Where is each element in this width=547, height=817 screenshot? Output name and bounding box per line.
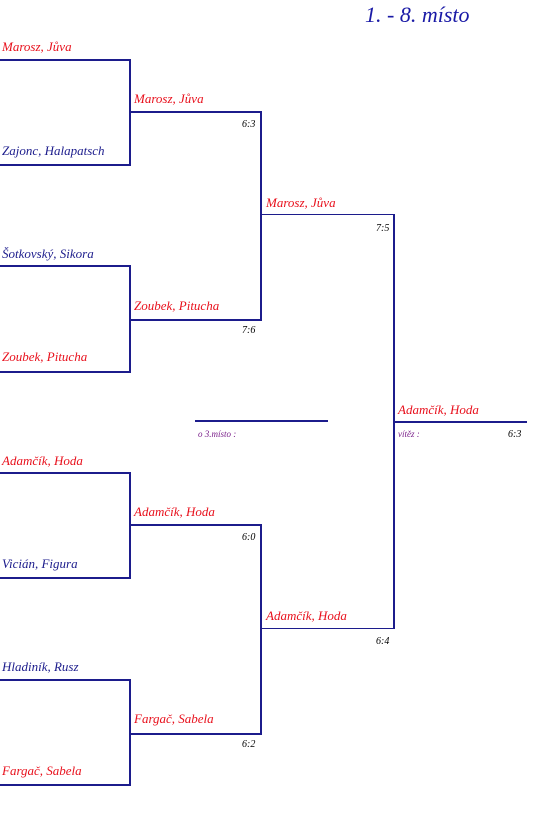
r2-m1-winner: Marosz, Jůva: [134, 91, 204, 106]
r2-top-bracket: [129, 111, 262, 321]
r2-m2-score: 7:6: [242, 325, 256, 336]
r1-m2-top: Šotkovský, Sikora: [2, 246, 94, 261]
sf-top-score: 7:5: [376, 223, 390, 234]
final-winner: Adamčík, Hoda: [398, 402, 479, 417]
final-label: vítěz :: [398, 429, 420, 439]
r1-m4-bottom: Fargač, Sabela: [2, 763, 82, 778]
r1-m2-bracket: [0, 265, 131, 373]
r1-m3-top: Adamčík, Hoda: [2, 453, 83, 468]
sf-bottom-score: 6:4: [376, 636, 390, 647]
r2-m1-score: 6:3: [242, 119, 256, 130]
third-place-line: [195, 420, 328, 422]
r2-m2-winner: Zoubek, Pitucha: [134, 298, 220, 313]
r1-m4-top: Hladiník, Rusz: [2, 659, 79, 674]
bracket-title: 1. - 8. místo: [365, 2, 470, 27]
r1-m3-bracket: [0, 472, 131, 579]
final-line: [395, 421, 527, 423]
r2-m3-score: 6:0: [242, 532, 256, 543]
r1-m3-bottom: Vicián, Figura: [2, 556, 78, 571]
r2-bottom-bracket: [129, 524, 262, 735]
r1-m1-top: Marosz, Jůva: [2, 39, 72, 54]
r1-m1-bracket: [0, 59, 131, 166]
r2-m3-winner: Adamčík, Hoda: [134, 504, 215, 519]
r1-m2-bottom: Zoubek, Pitucha: [2, 349, 88, 364]
third-place-label: o 3.místo :: [198, 429, 237, 439]
sf-top-winner: Marosz, Jůva: [266, 195, 336, 210]
r1-m4-bracket: [0, 679, 131, 786]
sf-bottom-winner: Adamčík, Hoda: [266, 608, 347, 623]
final-score: 6:3: [508, 429, 522, 440]
r2-m4-score: 6:2: [242, 739, 256, 750]
sf-bracket: [260, 214, 395, 629]
r1-m1-bottom: Zajonc, Halapatsch: [2, 143, 105, 158]
r2-m4-winner: Fargač, Sabela: [134, 711, 214, 726]
